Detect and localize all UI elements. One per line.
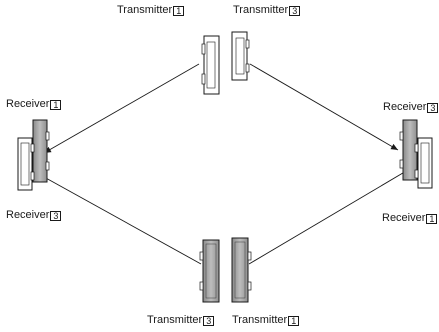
transmitter-bottom-right [231,237,252,303]
label-text: Transmitter [147,314,203,326]
label-text: Transmitter [232,314,288,326]
label-number: 3 [427,102,439,113]
beam-bottom-left-to-left-receiver [34,171,202,265]
label-number: 3 [50,210,62,221]
transmitter-bottom-left [199,239,220,303]
label-number: 1 [173,5,185,16]
receiver-left-front [17,137,35,191]
label-text: Receiver [382,212,426,224]
label-number: 1 [288,315,300,326]
label-text: Transmitter [117,4,173,16]
beam-top-right-to-right-receiver [249,63,399,151]
beam-top-left-to-left-receiver [43,63,200,154]
label-text: Receiver [6,209,50,221]
label-text: Receiver [383,101,427,113]
receiver-right-front [414,137,433,189]
label-number: 3 [289,5,301,16]
label-text: Receiver [6,98,50,110]
receiver-left-back [32,119,50,183]
label-text: Transmitter [233,4,289,16]
transmitter-top-left [201,35,220,95]
beam-bottom-right-to-right-receiver [248,166,414,265]
transmitter-top-right [231,31,250,81]
label-number: 1 [426,213,438,224]
label-number: 3 [203,315,215,326]
label-number: 1 [50,99,62,110]
receiver-right-back [399,119,418,181]
